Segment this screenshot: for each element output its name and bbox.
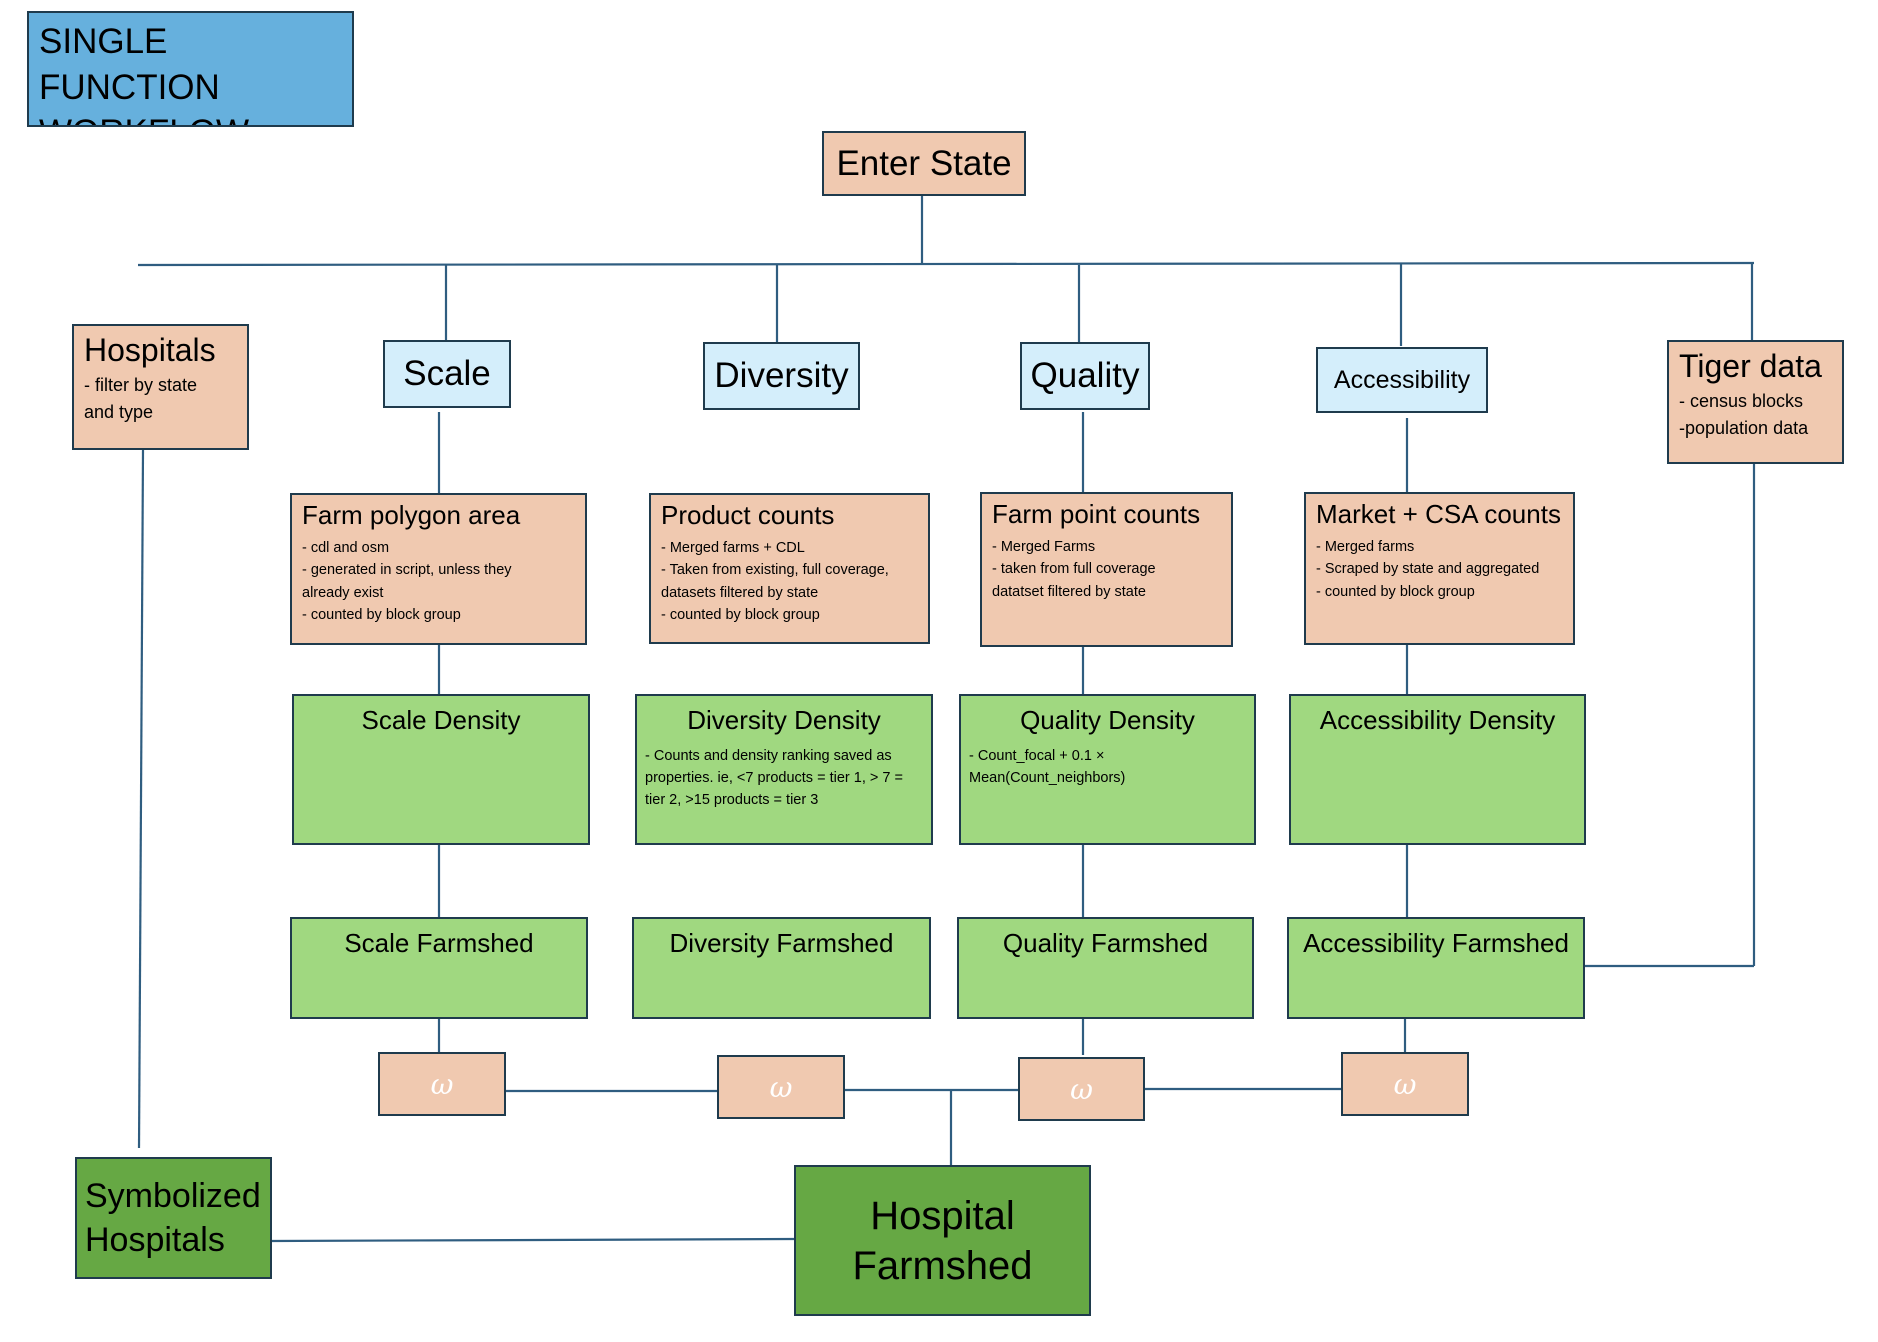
quality-weight-box: ω	[1018, 1057, 1145, 1121]
farm-point-counts-box: Farm point counts - Merged Farms - taken…	[980, 492, 1233, 647]
data-box-title: Farm point counts	[992, 499, 1201, 529]
accessibility-weight-box: ω	[1341, 1052, 1469, 1116]
data-box-title: Market + CSA counts	[1316, 499, 1561, 529]
diversity-farmshed-box: Diversity Farmshed	[632, 917, 931, 1019]
data-box-line: already exist	[302, 584, 384, 601]
market-csa-counts-box: Market + CSA counts - Merged farms - Scr…	[1304, 492, 1575, 645]
hospital-farmshed-box: Hospital Farmshed	[794, 1165, 1091, 1316]
data-box-line: - counted by block group	[661, 607, 820, 624]
data-box-line: - Merged farms + CDL	[661, 539, 805, 556]
density-title: Scale Density	[361, 705, 521, 735]
symbolized-hospitals-label: Symbolized Hospitals	[85, 1176, 261, 1259]
data-box-line: - cdl and osm	[302, 539, 390, 556]
data-box-line: - taken from full coverage	[992, 561, 1156, 578]
data-box-line: - generated in script, unless they	[302, 562, 512, 579]
enter-state-box: Enter State	[822, 131, 1026, 196]
enter-state-label: Enter State	[836, 143, 1012, 183]
data-box-line: - Merged farms	[1316, 538, 1415, 555]
tiger-data-line: - census blocks	[1679, 390, 1804, 411]
density-title: Diversity Density	[687, 705, 881, 735]
omega-symbol: ω	[1070, 1072, 1093, 1106]
quality-density-box: Quality Density - Count_focal + 0.1 × Me…	[959, 694, 1256, 845]
hospitals-line: and type	[84, 401, 154, 422]
density-title: Quality Density	[1020, 705, 1195, 735]
hospitals-box: Hospitals - filter by state and type	[72, 324, 249, 450]
density-description: - Count_focal + 0.1 × Mean(Count_neighbo…	[969, 747, 1126, 786]
hospitals-title: Hospitals	[84, 332, 216, 368]
category-diversity: Diversity	[703, 342, 860, 410]
scale-weight-box: ω	[378, 1052, 506, 1116]
hospitals-line: - filter by state	[84, 374, 198, 395]
data-box-line: datatset filtered by state	[992, 583, 1146, 600]
tiger-data-title: Tiger data	[1679, 348, 1822, 384]
data-box-line: - counted by block group	[1316, 583, 1475, 600]
omega-symbol: ω	[769, 1070, 793, 1104]
tiger-data-box: Tiger data - census blocks -population d…	[1667, 340, 1844, 464]
hospital-farmshed-label: Hospital Farmshed	[852, 1193, 1033, 1288]
quality-farmshed-box: Quality Farmshed	[957, 917, 1254, 1019]
diversity-weight-box: ω	[717, 1055, 845, 1119]
accessibility-density-box: Accessibility Density	[1289, 694, 1586, 845]
farmshed-title: Diversity Farmshed	[669, 928, 894, 958]
farmshed-title: Quality Farmshed	[1002, 928, 1209, 958]
data-box-line: - Taken from existing, full coverage,	[661, 562, 889, 579]
scale-density-box: Scale Density	[292, 694, 590, 845]
data-box-line: - Scraped by state and aggregated	[1316, 561, 1540, 578]
accessibility-farmshed-box: Accessibility Farmshed	[1287, 917, 1585, 1019]
data-box-line: - Merged Farms	[992, 538, 1096, 555]
category-accessibility: Accessibility	[1316, 347, 1488, 413]
density-title: Accessibility Density	[1319, 705, 1556, 735]
omega-symbol: ω	[1393, 1067, 1417, 1101]
category-quality: Quality	[1020, 342, 1150, 410]
data-box-line: - counted by block group	[302, 607, 461, 624]
diversity-density-box: Diversity Density - Counts and density r…	[635, 694, 933, 845]
scale-farmshed-box: Scale Farmshed	[290, 917, 588, 1019]
density-description: - Counts and density ranking saved as pr…	[645, 747, 903, 809]
omega-symbol: ω	[430, 1067, 454, 1101]
data-box-title: Farm polygon area	[302, 500, 521, 530]
farm-polygon-area-box: Farm polygon area - cdl and osm - genera…	[290, 493, 587, 645]
workflow-title: SINGLE FUNCTION WORKFLOW	[27, 11, 354, 127]
tiger-data-line: -population data	[1679, 417, 1809, 438]
farmshed-title: Accessibility Farmshed	[1303, 928, 1569, 958]
data-box-title: Product counts	[661, 500, 835, 530]
data-box-line: datasets filtered by state	[661, 584, 819, 601]
product-counts-box: Product counts - Merged farms + CDL - Ta…	[649, 493, 930, 644]
farmshed-title: Scale Farmshed	[344, 928, 534, 958]
category-scale: Scale	[383, 340, 511, 408]
symbolized-hospitals-box: Symbolized Hospitals	[75, 1157, 272, 1279]
